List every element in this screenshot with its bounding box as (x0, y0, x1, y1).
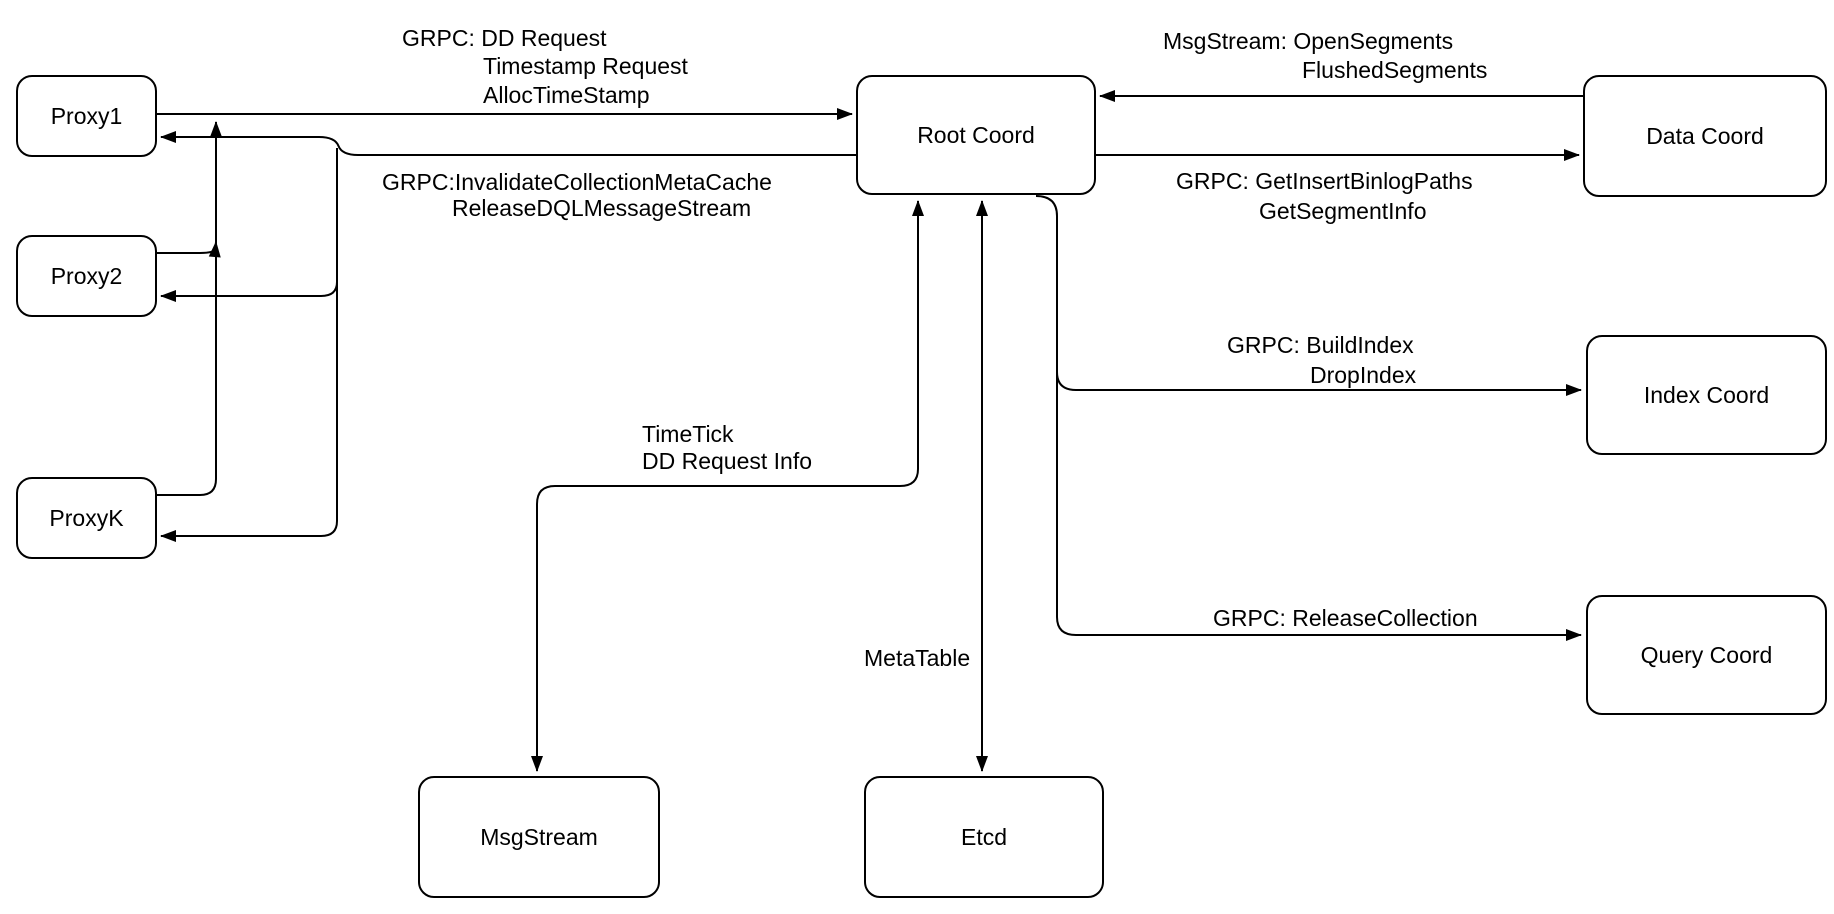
edge-label-root-to-proxies-line1: GRPC:InvalidateCollectionMetaCache (382, 169, 772, 195)
node-proxy1-label: Proxy1 (50, 102, 123, 129)
edge-label-root-to-etcd-line1: MetaTable (864, 645, 971, 671)
edge-label-root-to-msgstream-line2: DD Request Info (642, 448, 813, 474)
node-index-coord: Index Coord (1586, 335, 1827, 455)
node-query-coord-label: Query Coord (1640, 641, 1773, 668)
node-etcd-label: Etcd (960, 823, 1008, 850)
edge-rootcoord-msgstream (531, 200, 924, 772)
edge-label-proxies-to-root-line2: Timestamp Request (483, 53, 688, 79)
edge-rootcoord-to-proxy2 (160, 281, 338, 302)
edge-label-root-to-index-line1: GRPC: BuildIndex (1227, 332, 1414, 358)
edge-label-root-to-proxies-line2: ReleaseDQLMessageStream (452, 195, 752, 221)
node-proxyk-label: ProxyK (49, 504, 124, 531)
edge-proxyk-merge-up (157, 121, 222, 496)
edge-label-root-to-query-line1: GRPC: ReleaseCollection (1213, 605, 1478, 631)
node-data-coord-label: Data Coord (1646, 122, 1764, 149)
edge-label-proxies-to-root-line1: GRPC: DD Request (402, 25, 607, 51)
edge-label-data-to-root-line1: MsgStream: OpenSegments (1163, 28, 1454, 54)
node-proxy2: Proxy2 (16, 235, 157, 317)
node-data-coord: Data Coord (1583, 75, 1827, 197)
edge-label-root-to-data-line1: GRPC: GetInsertBinlogPaths (1176, 168, 1473, 194)
node-root-coord: Root Coord (856, 75, 1096, 195)
node-root-coord-label: Root Coord (917, 121, 1035, 148)
node-proxy1: Proxy1 (16, 75, 157, 157)
edge-label-root-to-data-line2: GetSegmentInfo (1259, 198, 1427, 224)
node-proxyk: ProxyK (16, 477, 157, 559)
edge-rootcoord-to-proxyk (160, 148, 338, 542)
edge-rootcoord-to-indexcoord (1056, 371, 1582, 396)
node-proxy2-label: Proxy2 (50, 262, 123, 289)
node-msgstream: MsgStream (418, 776, 660, 898)
edge-label-proxies-to-root-line3: AllocTimeStamp (483, 82, 650, 108)
edge-proxy2-merge-up (157, 241, 221, 258)
node-query-coord: Query Coord (1586, 595, 1827, 715)
edge-label-root-to-msgstream-line1: TimeTick (642, 421, 734, 447)
node-etcd: Etcd (864, 776, 1104, 898)
node-msgstream-label: MsgStream (480, 823, 598, 850)
edge-rootcoord-to-querycoord (1035, 195, 1582, 641)
node-index-coord-label: Index Coord (1643, 381, 1770, 408)
edge-rootcoord-to-proxy1 (160, 131, 856, 156)
edge-label-root-to-index-line2: DropIndex (1310, 362, 1417, 388)
edge-label-data-to-root-line2: FlushedSegments (1302, 57, 1488, 83)
